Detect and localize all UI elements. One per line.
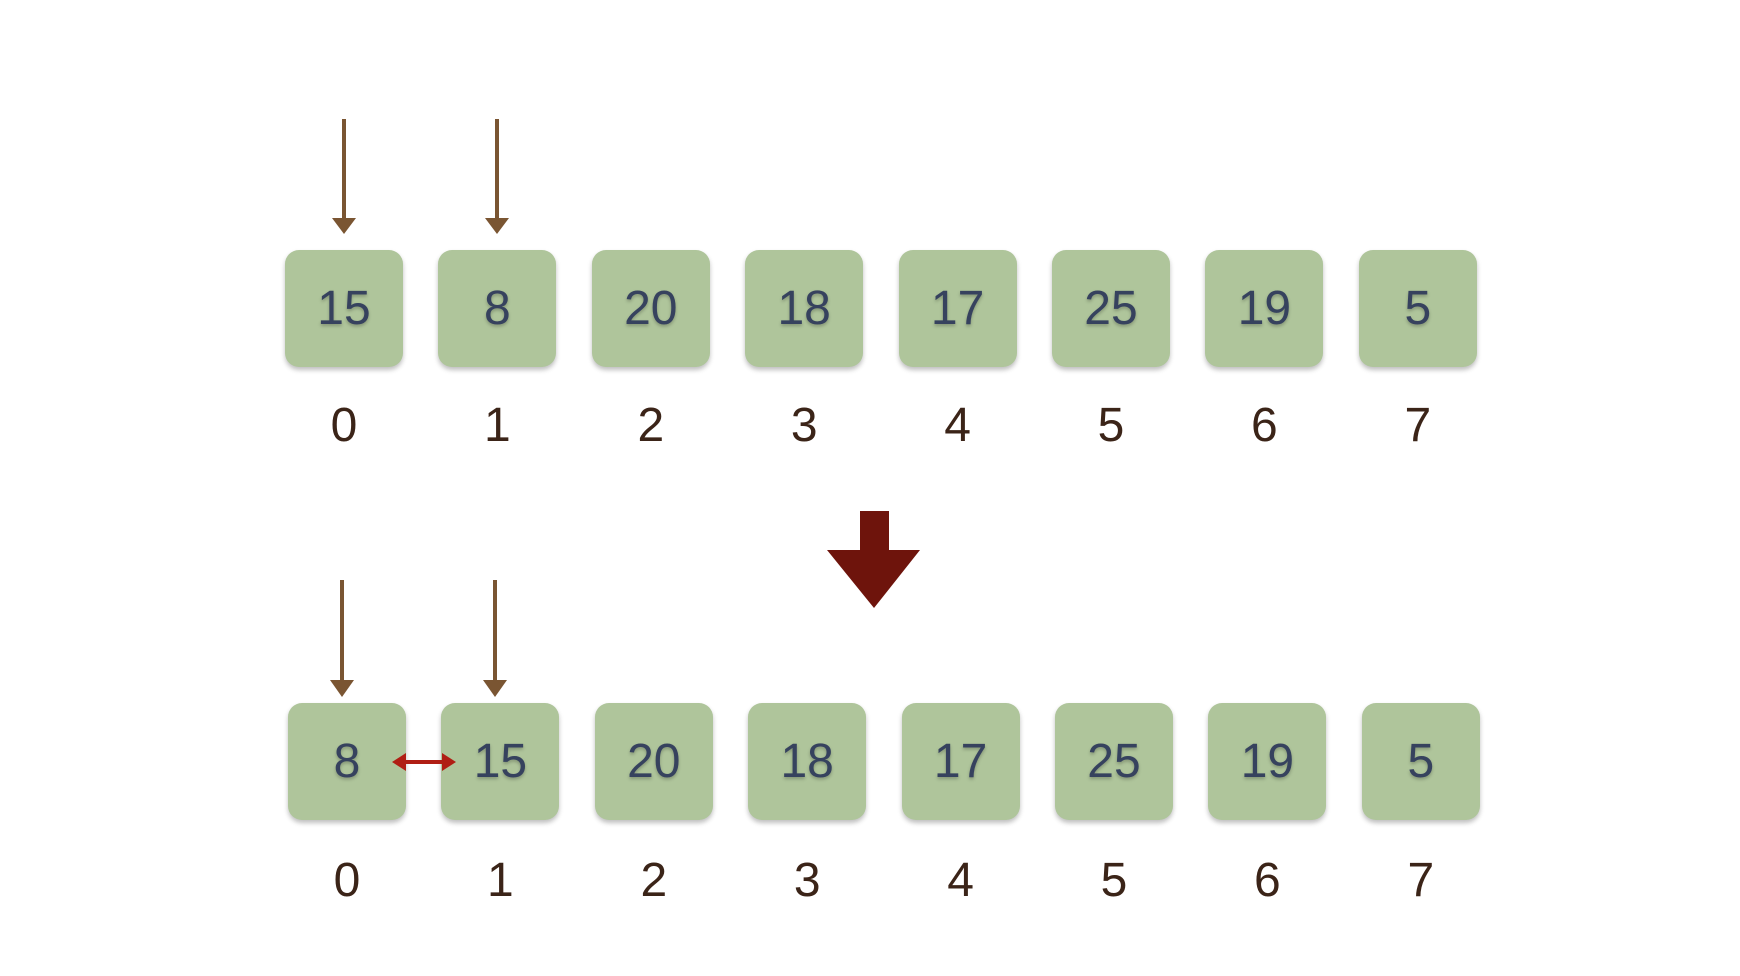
array-cell: 8 — [288, 703, 406, 820]
pointer-arrow-after-1 — [483, 580, 507, 697]
array-index-label: 0 — [333, 854, 361, 907]
array-cell: 19 — [1205, 250, 1324, 367]
array-index-label: 1 — [484, 399, 511, 452]
array-index-label: 5 — [1100, 854, 1128, 907]
array-index-label: 6 — [1254, 854, 1281, 907]
array-cell: 25 — [1052, 250, 1170, 367]
array-cell: 20 — [594, 703, 713, 820]
array-cell: 18 — [748, 703, 867, 820]
transition-down-arrow-icon — [827, 511, 920, 608]
array-cell: 15 — [441, 703, 560, 820]
swap-double-arrow-icon — [392, 753, 456, 771]
array-index-label: 7 — [1407, 854, 1435, 907]
pointer-arrow-after-0 — [330, 580, 354, 697]
array-index-label: 6 — [1251, 399, 1278, 452]
array-cell: 5 — [1358, 250, 1477, 367]
array-cell: 5 — [1361, 703, 1480, 820]
array-cell: 18 — [745, 250, 864, 367]
array-index-label: 3 — [790, 399, 818, 452]
array-index-label: 7 — [1404, 399, 1432, 452]
pointer-arrow-before-0 — [332, 119, 356, 234]
array-index-label: 1 — [487, 854, 514, 907]
array-index-label: 0 — [330, 399, 358, 452]
array-cell: 25 — [1055, 703, 1173, 820]
array-index-label: 2 — [640, 854, 668, 907]
array-cell: 8 — [438, 250, 557, 367]
array-cell: 15 — [285, 250, 403, 367]
pointer-arrow-before-1 — [485, 119, 509, 234]
array-index-label: 4 — [947, 854, 974, 907]
array-cell: 17 — [901, 703, 1020, 820]
array-index-label: 3 — [793, 854, 821, 907]
array-index-label: 2 — [637, 399, 665, 452]
array-cell: 19 — [1208, 703, 1327, 820]
array-index-label: 5 — [1097, 399, 1125, 452]
array-cell: 17 — [898, 250, 1017, 367]
array-index-label: 4 — [944, 399, 971, 452]
array-cell: 20 — [591, 250, 710, 367]
